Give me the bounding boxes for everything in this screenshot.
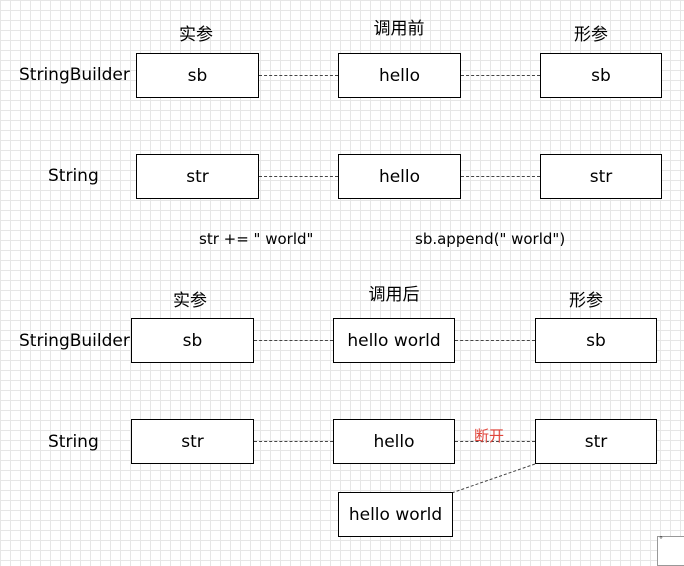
new-object-box: hello world	[338, 492, 453, 537]
actual-param-box-sb-after: sb	[131, 318, 254, 363]
reference-line	[259, 176, 338, 177]
broken-reference-line	[455, 441, 535, 442]
reference-line	[254, 441, 333, 442]
object-box-sb-after: hello world	[333, 318, 455, 363]
reference-line	[461, 75, 540, 76]
string-concat-op: str += " world"	[199, 230, 314, 248]
reference-line	[455, 340, 535, 341]
diagonal-reference-line	[439, 463, 536, 498]
builder-append-op: sb.append(" world")	[415, 230, 566, 248]
formal-param-box-sb-after: sb	[535, 318, 657, 363]
actual-param-box-sb-before: sb	[136, 53, 259, 98]
dot-icon: °	[659, 535, 663, 544]
object-box-str-before: hello	[338, 154, 461, 199]
formal-param-box-sb-before: sb	[540, 53, 662, 98]
header-before-call: 调用前	[373, 19, 425, 39]
formal-param-box-str-before: str	[540, 154, 662, 199]
header-formal-after: 形参	[569, 291, 603, 311]
reference-line	[254, 340, 333, 341]
reference-line	[461, 176, 540, 177]
row-label-string-after: String	[48, 432, 99, 452]
row-label-stringbuilder-before: StringBuilder	[19, 65, 130, 85]
object-box-str-after: hello	[333, 419, 455, 464]
header-after-call: 调用后	[368, 285, 420, 305]
row-label-string-before: String	[48, 166, 99, 186]
object-box-sb-before: hello	[338, 53, 461, 98]
actual-param-box-str-before: str	[136, 154, 259, 199]
formal-param-box-str-after: str	[535, 419, 657, 464]
reference-line	[259, 75, 338, 76]
corner-widget[interactable]: °	[657, 535, 684, 566]
row-label-stringbuilder-after: StringBuilder	[19, 331, 130, 351]
header-actual-after: 实参	[173, 291, 207, 311]
broken-label: 断开	[474, 427, 505, 445]
header-formal-before: 形参	[574, 25, 608, 45]
actual-param-box-str-after: str	[131, 419, 254, 464]
header-actual-before: 实参	[179, 25, 213, 45]
